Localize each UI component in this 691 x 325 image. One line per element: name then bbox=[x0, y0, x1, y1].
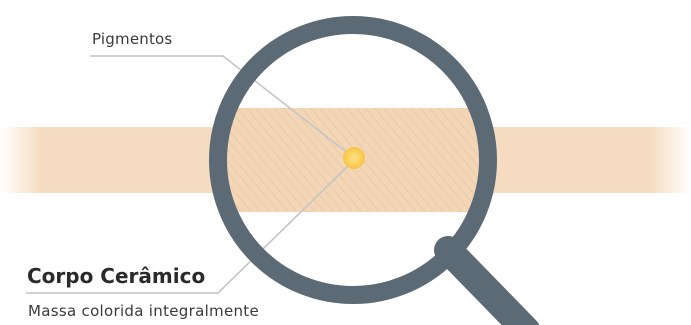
ceramic-body-subtitle: Massa colorida integralmente bbox=[28, 302, 259, 320]
magnifying-glass-icon bbox=[209, 16, 497, 304]
pigments-label: Pigmentos bbox=[92, 30, 173, 48]
pigment-leader-line bbox=[90, 55, 355, 159]
ceramic-body-title: Corpo Cerâmico bbox=[27, 264, 206, 288]
body-leader-line bbox=[26, 159, 355, 294]
magnifier-handle bbox=[434, 236, 539, 325]
pigment-particle bbox=[343, 147, 365, 169]
